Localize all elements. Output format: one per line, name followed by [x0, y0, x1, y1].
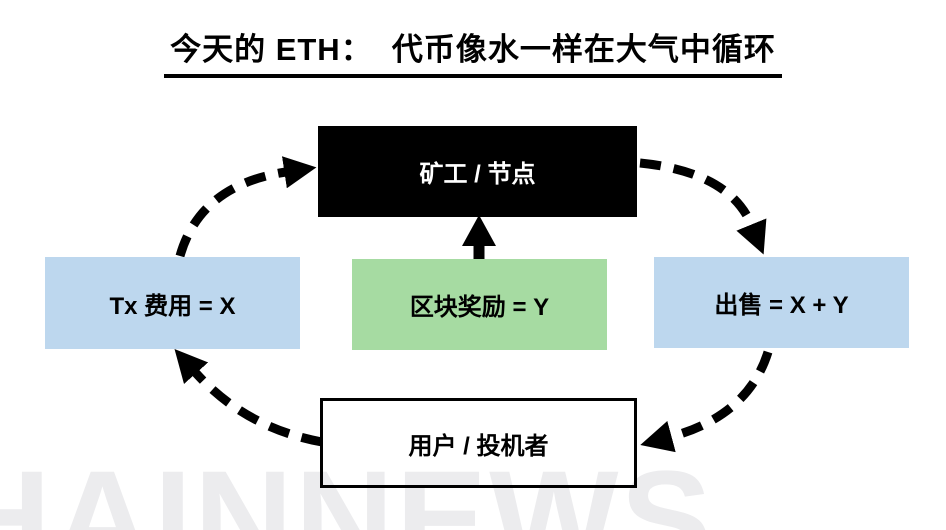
- node-block-reward: 区块奖励 = Y: [352, 259, 607, 350]
- node-sell-label: 出售 = X + Y: [714, 292, 849, 319]
- node-sell: 出售 = X + Y: [654, 257, 909, 348]
- edge-reward-to-miners: [462, 215, 496, 260]
- node-users: 用户 / 投机者: [320, 398, 637, 488]
- node-tx-fee: Tx 费用 = X: [45, 257, 300, 349]
- diagram-title: 今天的 ETH： 代币像水一样在大气中循环: [0, 24, 946, 78]
- watermark-text: HAINNEWS: [0, 443, 714, 530]
- edge-users-to-txfee: [174, 349, 323, 447]
- node-block-reward-label: 区块奖励 = Y: [409, 294, 550, 321]
- edge-reward-to-miners-arrowhead-icon: [462, 215, 496, 246]
- diagram-title-text: 今天的 ETH： 代币像水一样在大气中循环: [164, 24, 782, 78]
- node-miners-label: 矿工 / 节点: [419, 161, 536, 188]
- edge-miners-to-sell: [639, 158, 767, 255]
- edge-txfee-to-miners: [175, 156, 317, 258]
- node-miners: 矿工 / 节点: [318, 126, 637, 217]
- node-tx-fee-label: Tx 费用 = X: [109, 292, 236, 320]
- edge-sell-to-users: [640, 350, 773, 453]
- node-users-label: 用户 / 投机者: [408, 432, 549, 460]
